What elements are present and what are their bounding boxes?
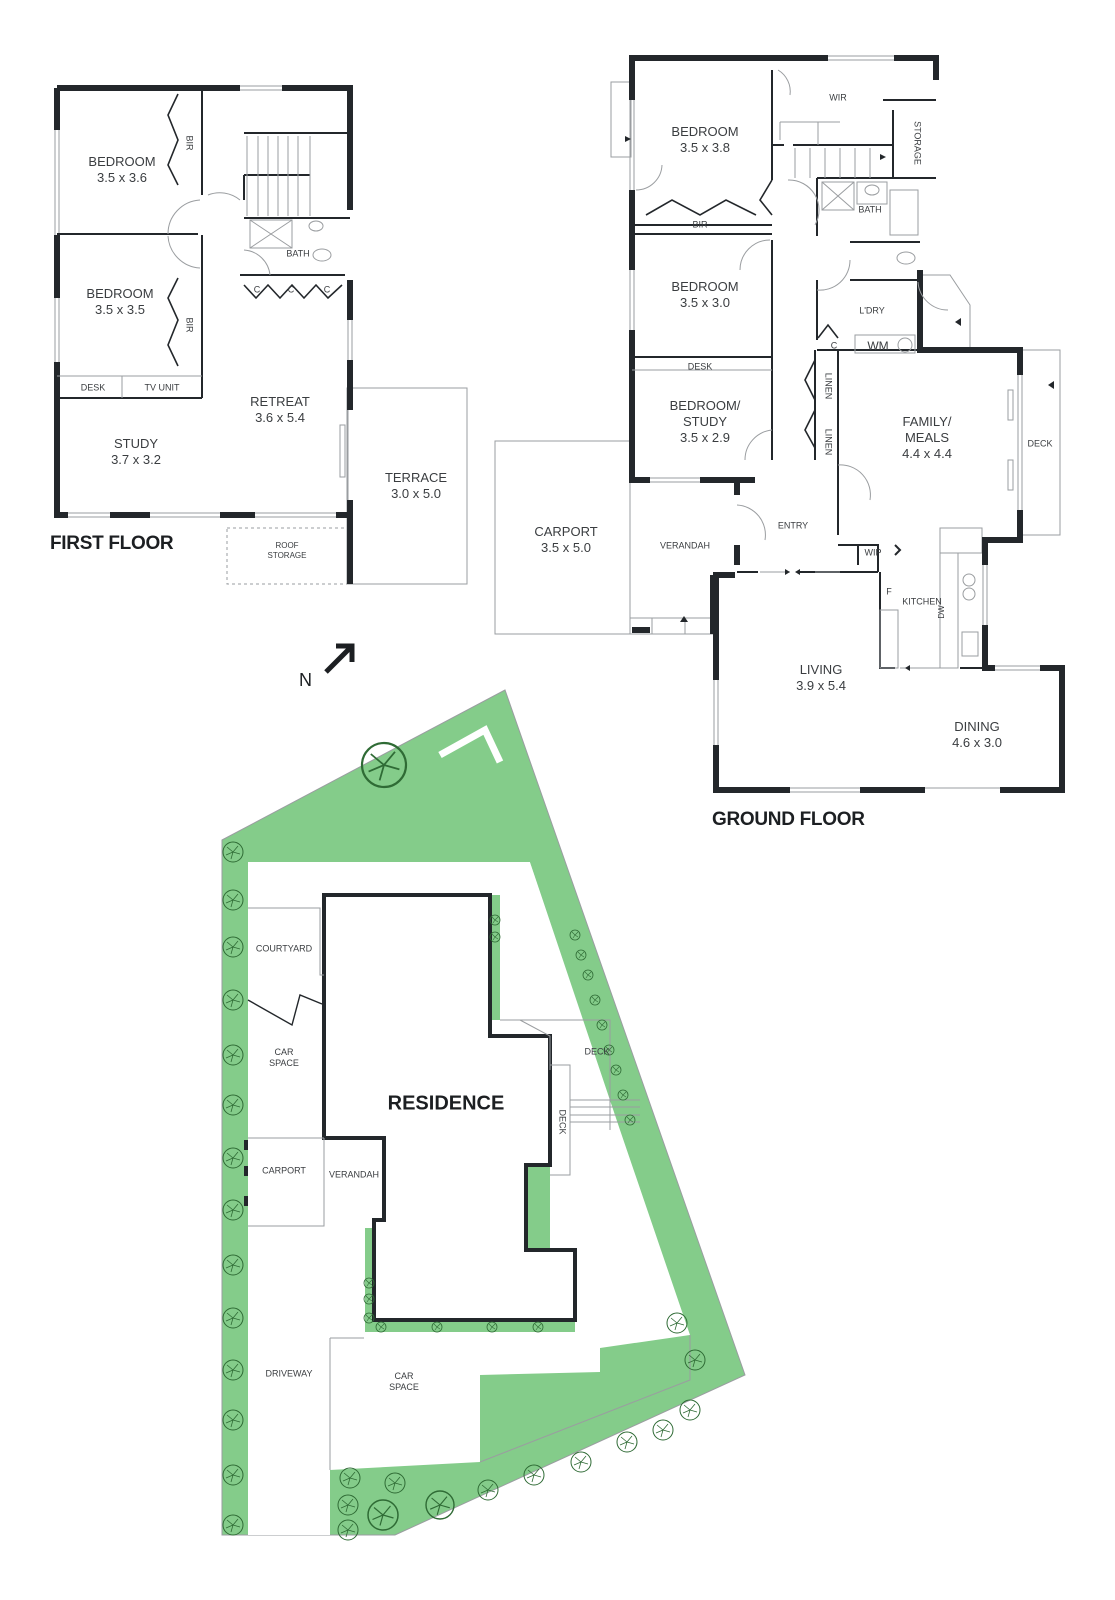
site-driveway-label: DRIVEWAY (265, 1368, 313, 1379)
ground-floor-title: GROUND FLOOR (712, 809, 865, 830)
ff-tv-unit-label: TV UNIT (144, 382, 180, 393)
site-courtyard-label: COURTYARD (255, 943, 313, 954)
gf-wir-label: WIR (829, 92, 847, 103)
north-arrow-icon (324, 643, 355, 674)
gf-kitchen-label: KITCHEN (902, 596, 942, 607)
site-verandah-label: VERANDAH (328, 1169, 380, 1180)
site-plan (221, 689, 746, 1541)
gf-verandah-label: VERANDAH (659, 540, 711, 551)
gf-bath-label: BATH (858, 204, 882, 215)
ff-bath-label: BATH (286, 248, 310, 259)
ff-bir-2-label: BIR (184, 317, 195, 333)
ff-bir-1-label: BIR (184, 135, 195, 151)
gf-dishwasher-label: DW (937, 605, 946, 619)
ground-floor-plan (494, 55, 1065, 793)
gf-cupboard-label: C (830, 340, 838, 351)
gf-deck-label: DECK (1027, 438, 1053, 449)
ff-cupboard-2-label: C (287, 284, 295, 295)
ff-desk-label: DESK (80, 382, 106, 393)
site-carport-label: CARPORT (262, 1165, 306, 1176)
ff-cupboard-3-label: C (323, 284, 331, 295)
gf-desk-label: DESK (687, 361, 713, 372)
gf-washing-machine-label: WM (867, 339, 889, 353)
residence-label: RESIDENCE (387, 1092, 505, 1115)
gf-wip-label: WIP (864, 547, 882, 558)
gf-bir-label: BIR (692, 219, 708, 230)
site-deck-1-label: DECK (584, 1046, 610, 1057)
north-label: N (299, 670, 312, 690)
gf-laundry-label: L'DRY (859, 305, 885, 316)
site-deck-2-label: DECK (557, 1109, 568, 1135)
gf-fridge-label: F (886, 586, 892, 597)
gf-linen-1-label: LINEN (823, 372, 834, 400)
ff-cupboard-1-label: C (253, 284, 261, 295)
first-floor-title: FIRST FLOOR (50, 533, 174, 554)
gf-storage-label: STORAGE (912, 121, 923, 165)
gf-entry-label: ENTRY (777, 520, 809, 531)
first-floor-plan (54, 85, 468, 585)
gf-linen-2-label: LINEN (823, 428, 834, 456)
